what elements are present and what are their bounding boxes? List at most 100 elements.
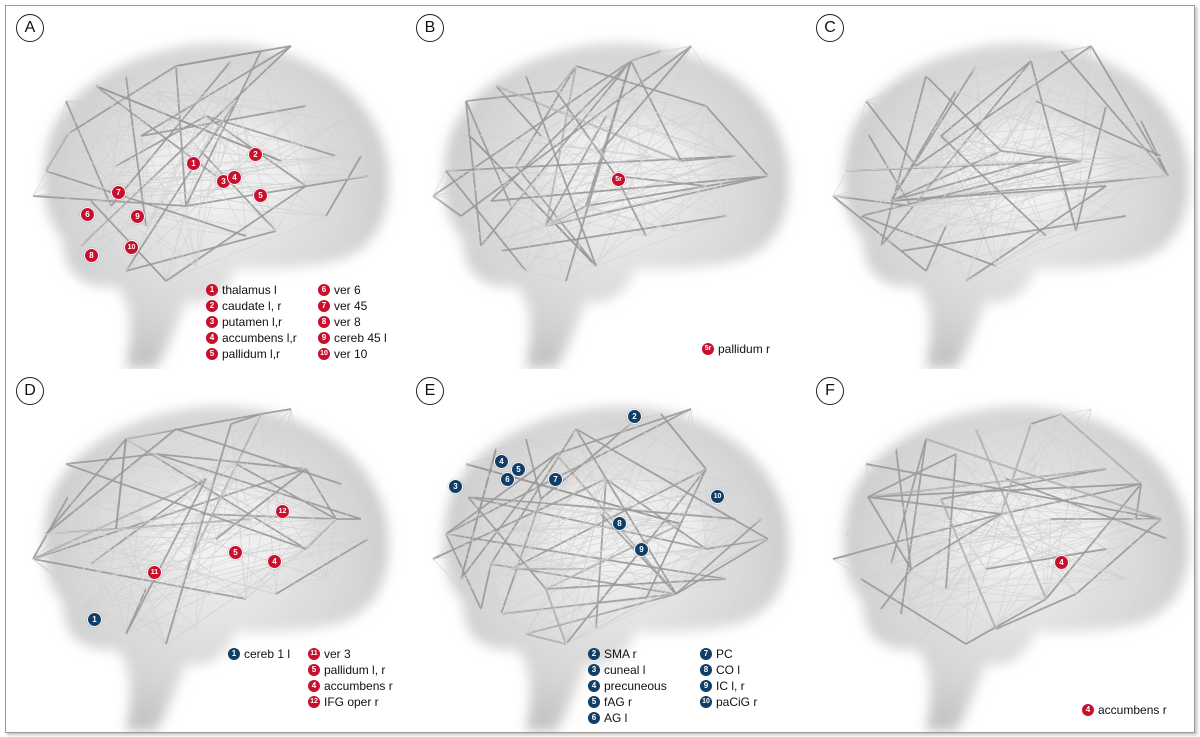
legend-badge: 2 <box>588 648 600 660</box>
legend-text: cereb 1 l <box>244 647 291 661</box>
region-marker-3: 3 <box>448 479 463 494</box>
panel-label: D <box>16 377 44 405</box>
legend-text: IC l, r <box>716 679 745 693</box>
legend-text: putamen l,r <box>222 315 283 329</box>
region-marker-2: 2 <box>248 147 263 162</box>
panel-label: C <box>816 14 844 42</box>
legend-text: ver 6 <box>334 283 361 297</box>
panel-label: B <box>416 14 444 42</box>
legend-badge: 8 <box>318 316 330 328</box>
legend-column: 4 accumbens r <box>1082 702 1167 718</box>
legend-text: thalamus l <box>222 283 277 297</box>
legend-text: ver 3 <box>324 647 351 661</box>
panel-label: F <box>816 377 844 405</box>
legend-badge: 9 <box>318 332 330 344</box>
legend-text: SMA r <box>604 647 637 661</box>
legend-item: 8 ver 8 <box>318 314 387 330</box>
region-marker-5: 5 <box>228 545 243 560</box>
panel-c: C <box>806 6 1194 369</box>
panel-label: E <box>416 377 444 405</box>
legend-text: ver 8 <box>334 315 361 329</box>
legend-badge: 1 <box>228 648 240 660</box>
legend-item: 5 pallidum l, r <box>308 662 393 678</box>
brain-network-image <box>432 43 789 368</box>
legend-badge: 10 <box>318 348 330 360</box>
legend-badge: 3 <box>588 664 600 676</box>
region-marker-8: 8 <box>84 248 99 263</box>
region-marker-9: 9 <box>130 209 145 224</box>
legend-text: precuneous <box>604 679 667 693</box>
legend-item: 9 cereb 45 l <box>318 330 387 346</box>
legend-badge: 7 <box>700 648 712 660</box>
legend-item: 5 fAG r <box>588 694 667 710</box>
region-marker-5: 5 <box>511 462 526 477</box>
region-marker-10: 10 <box>710 489 725 504</box>
legend-badge: 5 <box>588 696 600 708</box>
legend-badge: 4 <box>206 332 218 344</box>
legend-item: 5 pallidum l,r <box>206 346 297 362</box>
legend-item: 7 ver 45 <box>318 298 387 314</box>
region-marker-9: 9 <box>634 542 649 557</box>
legend-text: fAG r <box>604 695 633 709</box>
legend-text: ver 45 <box>334 299 368 313</box>
legend-badge: 7 <box>318 300 330 312</box>
legend-column: 1 cereb 1 l <box>228 646 290 662</box>
legend-badge: 5 <box>206 348 218 360</box>
region-marker-6: 6 <box>500 472 515 487</box>
legend-item: 8 CO l <box>700 662 757 678</box>
legend-text: accumbens r <box>1098 703 1167 717</box>
legend-text: CO l <box>716 663 740 677</box>
legend-item: 2 SMA r <box>588 646 667 662</box>
region-marker-11: 11 <box>147 565 162 580</box>
panel-label: A <box>16 14 44 42</box>
region-marker-10: 10 <box>124 240 139 255</box>
legend-badge: 4 <box>588 680 600 692</box>
legend-badge: 8 <box>700 664 712 676</box>
legend-text: caudate l, r <box>222 299 282 313</box>
legend-badge: 6 <box>318 284 330 296</box>
region-marker-4: 4 <box>227 170 242 185</box>
legend-badge: 4 <box>1082 704 1094 716</box>
legend-text: pallidum l, r <box>324 663 386 677</box>
brain-network-image <box>32 406 389 731</box>
region-marker-1: 1 <box>87 612 102 627</box>
legend-badge: 1 <box>206 284 218 296</box>
legend-item: 4 accumbens r <box>308 678 393 694</box>
legend-text: pallidum l,r <box>222 347 281 361</box>
legend-badge: 4 <box>308 680 320 692</box>
legend-badge: 12 <box>308 696 320 708</box>
region-marker-8: 8 <box>612 516 627 531</box>
region-marker-7: 7 <box>548 472 563 487</box>
region-marker-2: 2 <box>627 409 642 424</box>
legend-badge: 5r <box>702 343 714 355</box>
legend-text: cereb 45 l <box>334 331 387 345</box>
legend-item: 6 ver 6 <box>318 282 387 298</box>
legend-text: accumbens r <box>324 679 393 693</box>
legend-item: 1 cereb 1 l <box>228 646 290 662</box>
brain-network-image <box>832 406 1189 731</box>
region-marker-12: 12 <box>275 504 290 519</box>
legend-item: 4 accumbens r <box>1082 702 1167 718</box>
legend-badge: 5 <box>308 664 320 676</box>
